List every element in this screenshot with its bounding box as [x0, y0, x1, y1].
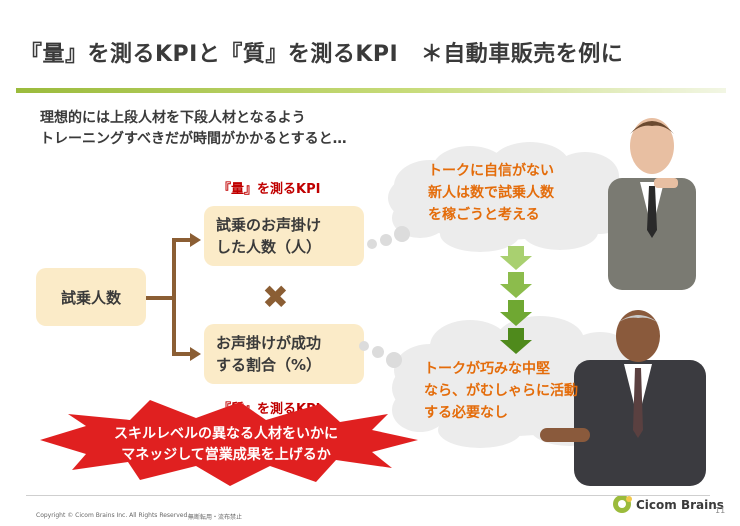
no-reuse-notice: 無断転用・流布禁止	[188, 514, 243, 521]
intro-line-2: トレーニングすべきだが時間がかかるとすると…	[40, 131, 347, 147]
quality-kpi-line-2: する割合（%）	[216, 356, 322, 374]
thought-bottom-line-3: する必要なし	[424, 405, 508, 421]
slide-title: 『量』を測るKPIと『質』を測るKPI ＊自動車販売を例に	[20, 42, 624, 67]
quantity-kpi-line-1: 試乗のお声掛け	[216, 216, 322, 234]
callout-line-1: スキルレベルの異なる人材をいかに	[114, 426, 338, 442]
title-underline	[16, 88, 726, 93]
connector-top-branch	[172, 238, 192, 242]
connector-stem	[146, 296, 174, 300]
quantity-kpi-box: 試乗のお声掛け した人数（人）	[204, 206, 364, 266]
thought-bottom-text: トークが巧みな中堅 なら、がむしゃらに活動 する必要なし	[424, 358, 578, 424]
brand-name: Cicom Brains	[636, 498, 724, 512]
multiply-symbol: ✖	[262, 278, 289, 316]
callout-text: スキルレベルの異なる人材をいかに マネッジして営業成果を上げるか	[96, 424, 356, 466]
thought-dots-top	[367, 226, 410, 249]
connector-bottom-branch	[172, 352, 192, 356]
quality-kpi-box: お声掛けが成功 する割合（%）	[204, 324, 364, 384]
thought-top-line-2: 新人は数で試乗人数	[428, 185, 554, 201]
footer-divider	[26, 495, 710, 496]
confident-man-illustration	[540, 310, 706, 486]
thought-dots-bottom	[359, 341, 402, 368]
thinking-man-illustration	[608, 118, 696, 290]
quality-kpi-line-1: お声掛けが成功	[216, 334, 322, 352]
copyright-text: Copyright © Cicom Brains Inc. All Rights…	[36, 512, 190, 519]
test-drive-count-label: 試乗人数	[60, 288, 121, 307]
cicom-logo-icon	[613, 495, 632, 513]
callout-line-2: マネッジして営業成果を上げるか	[121, 447, 331, 463]
intro-text: 理想的には上段人材を下段人材となるよう トレーニングすべきだが時間がかかるとする…	[40, 108, 347, 150]
intro-line-1: 理想的には上段人材を下段人材となるよう	[40, 110, 306, 126]
thought-top-line-1: トークに自信がない	[428, 163, 554, 179]
thought-top-text: トークに自信がない 新人は数で試乗人数 を稼ごうと考える	[428, 160, 554, 226]
thought-bottom-line-1: トークが巧みな中堅	[424, 361, 550, 377]
callout-burst	[40, 400, 418, 486]
connector-vertical	[172, 238, 176, 356]
thought-bottom-line-2: なら、がむしゃらに活動	[424, 383, 578, 399]
test-drive-count-box: 試乗人数	[36, 268, 146, 326]
quantity-kpi-label: 『量』を測るKPI	[218, 182, 321, 197]
arrowhead-bottom	[190, 347, 201, 361]
page-number: 11	[715, 506, 726, 515]
quantity-kpi-line-2: した人数（人）	[216, 238, 322, 256]
thought-top-line-3: を稼ごうと考える	[428, 207, 540, 223]
down-arrows	[500, 246, 532, 354]
arrowhead-top	[190, 233, 201, 247]
